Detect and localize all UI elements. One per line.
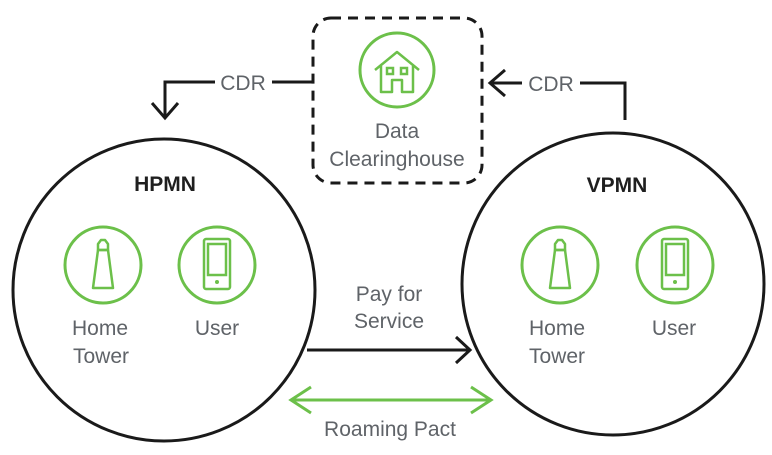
hpmn-tower-label-line2: Tower	[73, 345, 129, 368]
tower-icon	[548, 238, 572, 290]
clearinghouse-label-line1: Data	[375, 120, 420, 143]
arrow-right-icon	[454, 335, 473, 365]
roaming-label: Roaming Pact	[324, 418, 456, 441]
cdr-right-flow: CDR	[487, 68, 627, 120]
phone-icon	[202, 237, 232, 291]
pay-label-line2: Service	[354, 310, 424, 333]
clearinghouse-dashed-box	[311, 16, 484, 185]
vpmn-user-label: User	[652, 317, 696, 340]
roaming-pact-flow: Roaming Pact	[288, 385, 494, 441]
hpmn-circle	[11, 137, 317, 443]
hpmn-node: HPMN Home Tower User	[11, 137, 317, 443]
cdr-left-flow: CDR	[150, 72, 313, 121]
arrow-left-icon	[288, 385, 312, 415]
clearinghouse-label-line2: Clearinghouse	[329, 148, 464, 171]
vpmn-title: VPMN	[587, 174, 648, 197]
cdr-left-label: CDR	[220, 72, 266, 95]
hpmn-tower-label-line1: Home	[72, 317, 128, 340]
phone-icon	[660, 237, 690, 291]
arrow-left-icon	[487, 68, 506, 98]
pay-for-service-flow: Pay for Service	[307, 283, 473, 365]
house-icon	[373, 50, 421, 94]
cdr-right-line	[580, 81, 627, 120]
tower-icon	[91, 238, 115, 290]
arrow-down-icon	[150, 102, 180, 121]
vpmn-tower-label-line2: Tower	[529, 345, 585, 368]
arrow-right-icon	[470, 385, 494, 415]
hpmn-user: User	[177, 225, 257, 340]
clearinghouse-icon-ring	[358, 31, 436, 109]
vpmn-circle	[460, 131, 766, 437]
pay-label-line1: Pay for	[356, 283, 423, 306]
cdr-left-line	[163, 80, 215, 118]
hpmn-tower: Home Tower	[63, 225, 143, 368]
hpmn-user-label: User	[195, 317, 239, 340]
vpmn-node: VPMN Home Tower User	[460, 131, 766, 437]
clearinghouse-node: Data Clearinghouse	[311, 16, 484, 185]
cdr-right-label: CDR	[528, 73, 574, 96]
vpmn-tower: Home Tower	[520, 225, 600, 368]
hpmn-title: HPMN	[134, 173, 196, 196]
vpmn-tower-label-line1: Home	[529, 317, 585, 340]
vpmn-user: User	[635, 225, 715, 340]
